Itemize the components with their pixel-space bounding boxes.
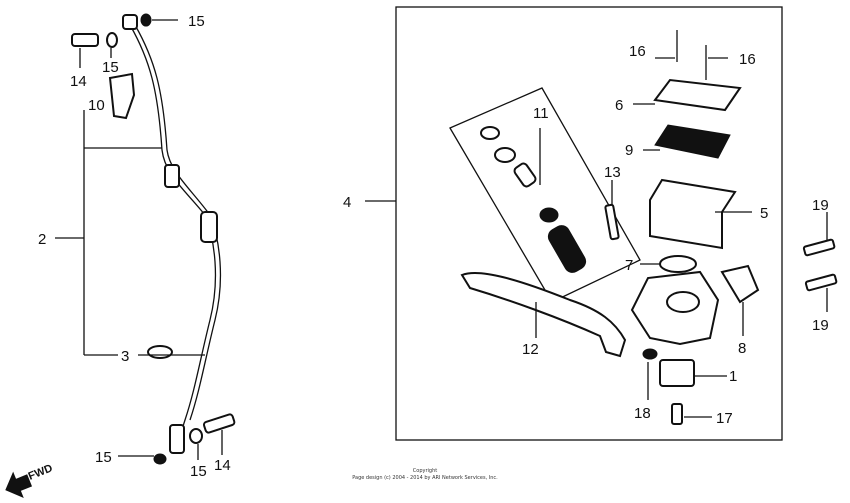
callout-7: 7	[625, 257, 633, 274]
master-cylinder-box	[395, 6, 783, 441]
diaphragm	[654, 124, 731, 159]
copyright-line-2: Page design (c) 2004 - 2014 by ARI Netwo…	[352, 475, 498, 481]
callout-3: 3	[121, 348, 129, 365]
o-ring	[659, 255, 697, 273]
washer-bottom-mid	[189, 428, 203, 444]
hose-clip	[147, 345, 173, 359]
callout-5: 5	[760, 205, 768, 222]
callout-2: 2	[38, 231, 46, 248]
callout-6: 6	[615, 97, 623, 114]
body-port	[666, 291, 700, 313]
pivot-bolt	[671, 403, 683, 425]
brake-lever	[460, 272, 627, 358]
reservoir-body	[649, 178, 737, 250]
callout-8: 8	[738, 340, 746, 357]
mirror-bolt-lower	[804, 273, 838, 292]
switch-washer	[642, 348, 658, 360]
hose-grommet	[200, 211, 218, 243]
mirror-bolt-upper	[802, 238, 836, 257]
piston-clip	[480, 126, 500, 140]
callout-19-bottom: 19	[812, 317, 829, 334]
callout-10: 10	[88, 97, 105, 114]
callout-15-bottom-left: 15	[95, 449, 112, 466]
spring	[547, 225, 587, 273]
callout-9: 9	[625, 142, 633, 159]
piston-kit-box	[449, 87, 641, 303]
callout-11: 11	[533, 105, 549, 122]
callout-14-top: 14	[70, 73, 87, 90]
callout-19-top: 19	[812, 197, 829, 214]
callout-13: 13	[604, 164, 621, 181]
reservoir-cap	[653, 78, 742, 112]
piston-seal	[494, 147, 516, 163]
callout-18: 18	[634, 405, 651, 422]
callout-14-bottom: 14	[214, 457, 231, 474]
hose-bottom-fitting	[169, 424, 185, 454]
callout-16-right: 16	[739, 51, 756, 68]
banjo-bolt-top	[71, 33, 99, 47]
screw	[604, 203, 620, 241]
piston	[513, 162, 537, 188]
fwd-arrow-icon: FWD	[5, 462, 55, 498]
bracket	[720, 264, 760, 304]
callout-17: 17	[716, 410, 733, 427]
washer-top	[106, 32, 118, 48]
hose-top-fitting	[122, 14, 138, 30]
washer-top-small	[140, 13, 152, 27]
callout-16-left: 16	[629, 43, 646, 60]
hose-clamp-upper	[164, 164, 180, 188]
callout-15-top: 15	[188, 13, 205, 30]
fwd-label: FWD	[27, 462, 55, 483]
copyright-line-1: Copyright	[413, 468, 437, 474]
callout-1: 1	[729, 368, 737, 385]
callout-12: 12	[522, 341, 539, 358]
banjo-bolt-bottom	[202, 413, 236, 434]
boot-cap	[108, 72, 136, 120]
piston-cup	[539, 207, 559, 223]
callout-15-bottom-mid: 15	[190, 463, 207, 480]
brake-switch	[659, 359, 695, 387]
callout-15-mid: 15	[102, 59, 119, 76]
callout-4: 4	[343, 194, 351, 211]
washer-bottom	[153, 453, 167, 465]
